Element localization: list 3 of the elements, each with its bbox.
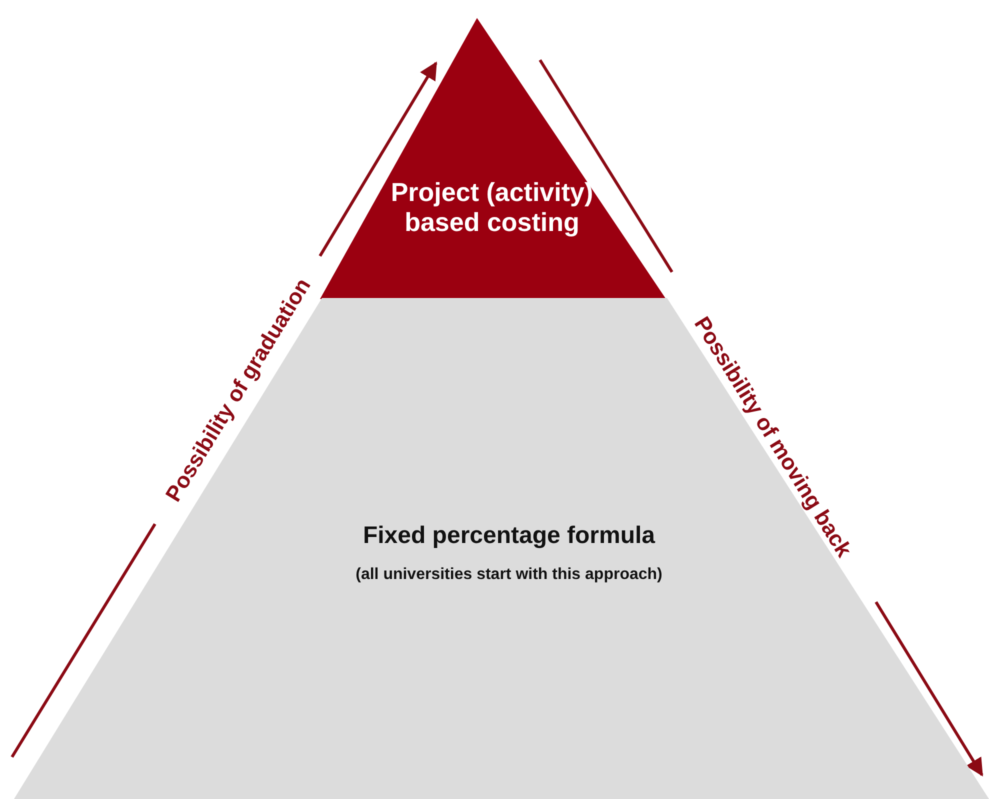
tier-note: (all universities start with this approach)	[354, 565, 664, 584]
tier-title: Project (activity) based costing	[390, 178, 594, 238]
tier-title: Fixed percentage formula	[362, 522, 656, 551]
